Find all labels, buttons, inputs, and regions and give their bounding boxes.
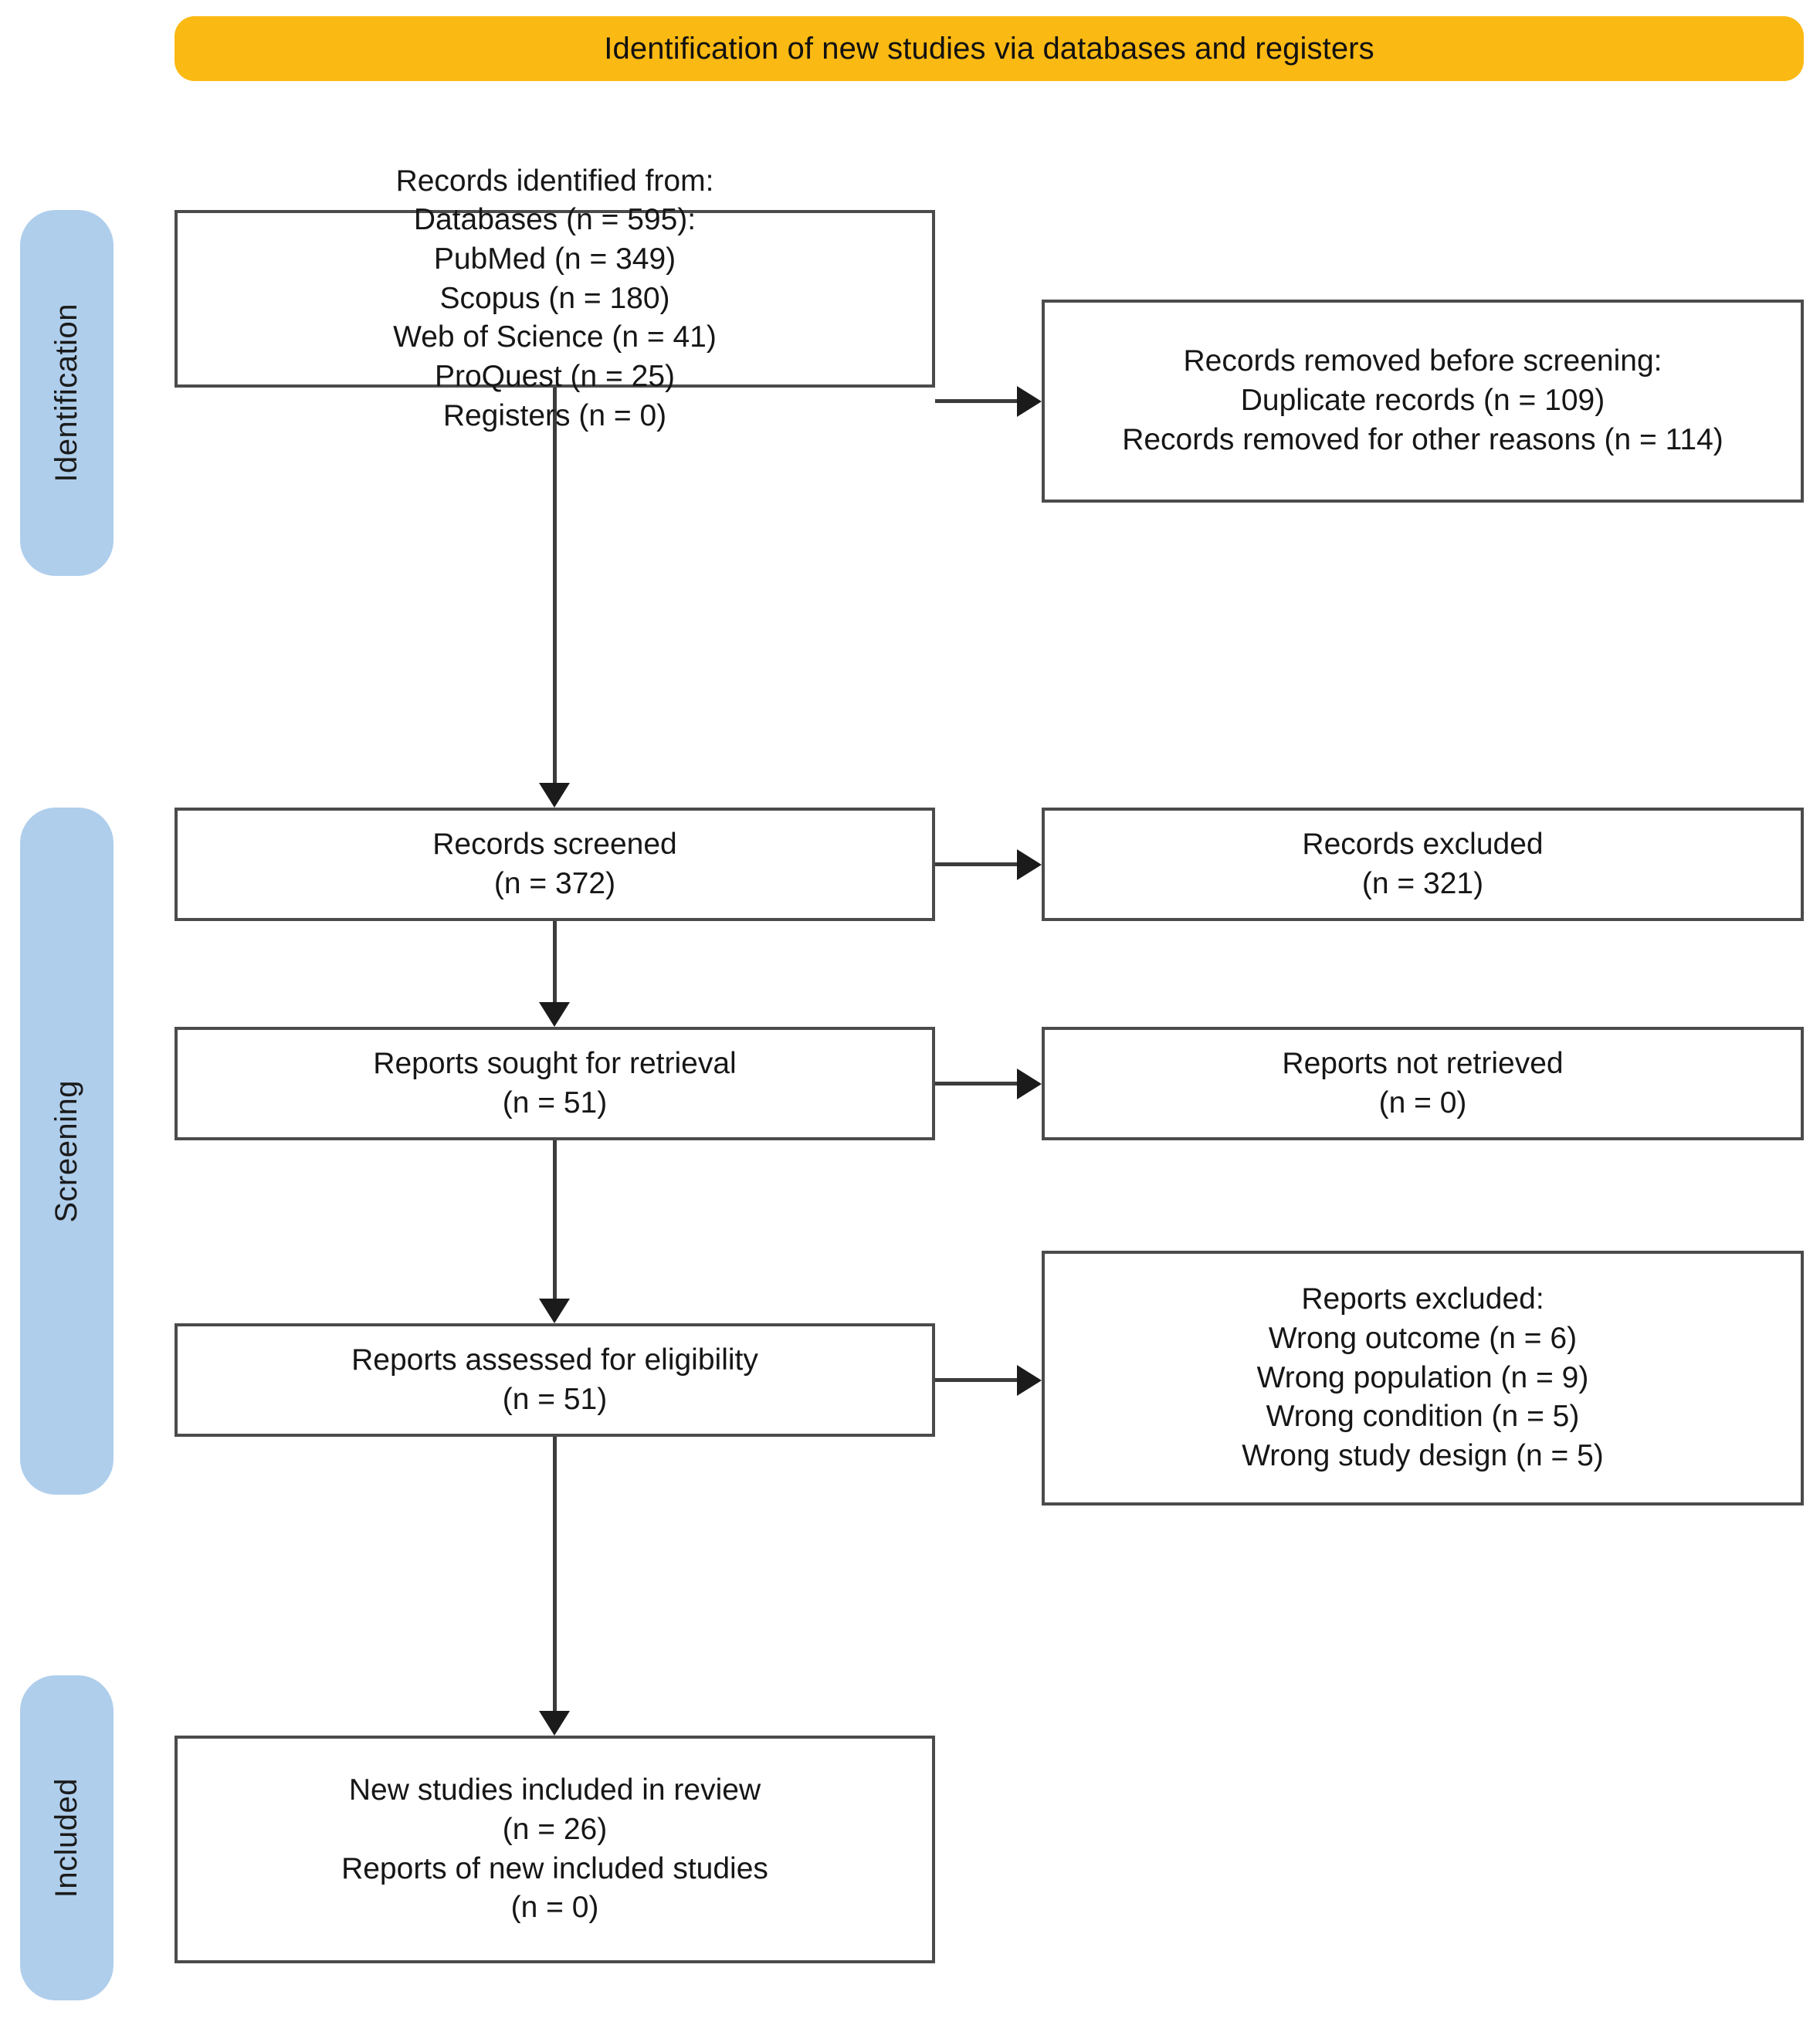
line: Reports assessed for eligibility xyxy=(351,1343,758,1377)
line: Web of Science (n = 41) xyxy=(393,320,717,354)
line: (n = 51) xyxy=(502,1086,608,1119)
line: Records removed before screening: xyxy=(1183,344,1662,378)
line: (n = 26) xyxy=(502,1812,608,1846)
arrowhead-right-removed xyxy=(1017,386,1042,417)
box-reports-sought-text: Reports sought for retrieval (n = 51) xyxy=(362,1045,747,1123)
line: (n = 321) xyxy=(1361,866,1484,900)
line: Records excluded xyxy=(1302,827,1544,861)
line: Records removed for other reasons (n = 1… xyxy=(1122,422,1723,456)
line: Scopus (n = 180) xyxy=(439,281,670,315)
connector-screened-to-sought xyxy=(553,921,557,1002)
stage-pill-identification: Identification xyxy=(20,210,114,576)
arrowhead-right-records-excluded xyxy=(1017,849,1042,880)
arrowhead-down-screened xyxy=(539,783,570,808)
box-reports-assessed-for-eligibility: Reports assessed for eligibility (n = 51… xyxy=(175,1323,935,1437)
box-records-identified: Records identified from: Databases (n = … xyxy=(175,164,935,432)
line: (n = 51) xyxy=(502,1382,608,1416)
stage-label-identification: Identification xyxy=(49,303,83,483)
box-reports-sought-for-retrieval: Reports sought for retrieval (n = 51) xyxy=(175,1027,935,1140)
line: Reports excluded: xyxy=(1301,1282,1544,1316)
diagram-header-banner: Identification of new studies via databa… xyxy=(175,16,1804,81)
line: (n = 372) xyxy=(493,866,616,900)
line: Wrong population (n = 9) xyxy=(1256,1360,1589,1394)
arrowhead-right-not-retrieved xyxy=(1017,1069,1042,1099)
box-records-screened: Records screened (n = 372) xyxy=(175,808,935,921)
arrowhead-down-assessed xyxy=(539,1299,570,1323)
stage-pill-included: Included xyxy=(20,1675,114,2000)
line: (n = 0) xyxy=(510,1891,599,1925)
line: (n = 0) xyxy=(1378,1086,1467,1119)
box-records-screened-text: Records screened (n = 372) xyxy=(422,825,688,903)
line: Wrong study design (n = 5) xyxy=(1242,1439,1604,1473)
connector-identified-to-screened xyxy=(553,388,557,783)
line: Wrong condition (n = 5) xyxy=(1266,1400,1580,1434)
box-new-studies-included-text: New studies included in review (n = 26) … xyxy=(330,1771,779,1928)
arrowhead-down-included xyxy=(539,1711,570,1736)
arrowhead-right-reports-excluded xyxy=(1017,1365,1042,1396)
box-records-excluded: Records excluded (n = 321) xyxy=(1042,808,1804,921)
box-records-removed-before-screening: Records removed before screening: Duplic… xyxy=(1042,300,1804,503)
connector-assessed-to-reports-excluded xyxy=(935,1378,1018,1382)
box-records-identified-text: Records identified from: Databases (n = … xyxy=(382,162,727,436)
arrowhead-down-sought xyxy=(539,1002,570,1027)
box-reports-excluded: Reports excluded: Wrong outcome (n = 6) … xyxy=(1042,1251,1804,1505)
box-records-removed-text: Records removed before screening: Duplic… xyxy=(1111,342,1734,459)
connector-identified-to-removed xyxy=(935,399,1018,403)
box-reports-excluded-text: Reports excluded: Wrong outcome (n = 6) … xyxy=(1231,1280,1615,1475)
box-records-excluded-text: Records excluded (n = 321) xyxy=(1291,825,1554,903)
line: Records screened xyxy=(432,827,677,861)
line: ProQuest (n = 25) xyxy=(434,360,676,394)
box-reports-not-retrieved: Reports not retrieved (n = 0) xyxy=(1042,1027,1804,1140)
stage-pill-screening: Screening xyxy=(20,808,114,1495)
line: Registers (n = 0) xyxy=(442,398,667,432)
box-new-studies-included: New studies included in review (n = 26) … xyxy=(175,1736,935,1963)
line: Reports not retrieved xyxy=(1282,1046,1564,1080)
connector-sought-to-assessed xyxy=(553,1140,557,1299)
line: Databases (n = 595): xyxy=(413,203,696,237)
stage-label-screening: Screening xyxy=(49,1079,83,1223)
box-reports-not-retrieved-text: Reports not retrieved (n = 0) xyxy=(1271,1045,1574,1123)
box-reports-assessed-text: Reports assessed for eligibility (n = 51… xyxy=(341,1341,769,1419)
connector-screened-to-records-excluded xyxy=(935,862,1018,866)
line: Reports of new included studies xyxy=(341,1851,768,1885)
line: PubMed (n = 349) xyxy=(433,242,676,276)
line: Wrong outcome (n = 6) xyxy=(1268,1321,1578,1355)
line: Records identified from: xyxy=(395,164,714,198)
connector-sought-to-not-retrieved xyxy=(935,1082,1018,1086)
connector-assessed-to-included xyxy=(553,1437,557,1711)
stage-label-included: Included xyxy=(49,1777,83,1898)
line: Reports sought for retrieval xyxy=(373,1046,737,1080)
line: Duplicate records (n = 109) xyxy=(1240,384,1605,418)
line: New studies included in review xyxy=(348,1773,761,1807)
page-title: Identification of new studies via databa… xyxy=(604,31,1374,66)
